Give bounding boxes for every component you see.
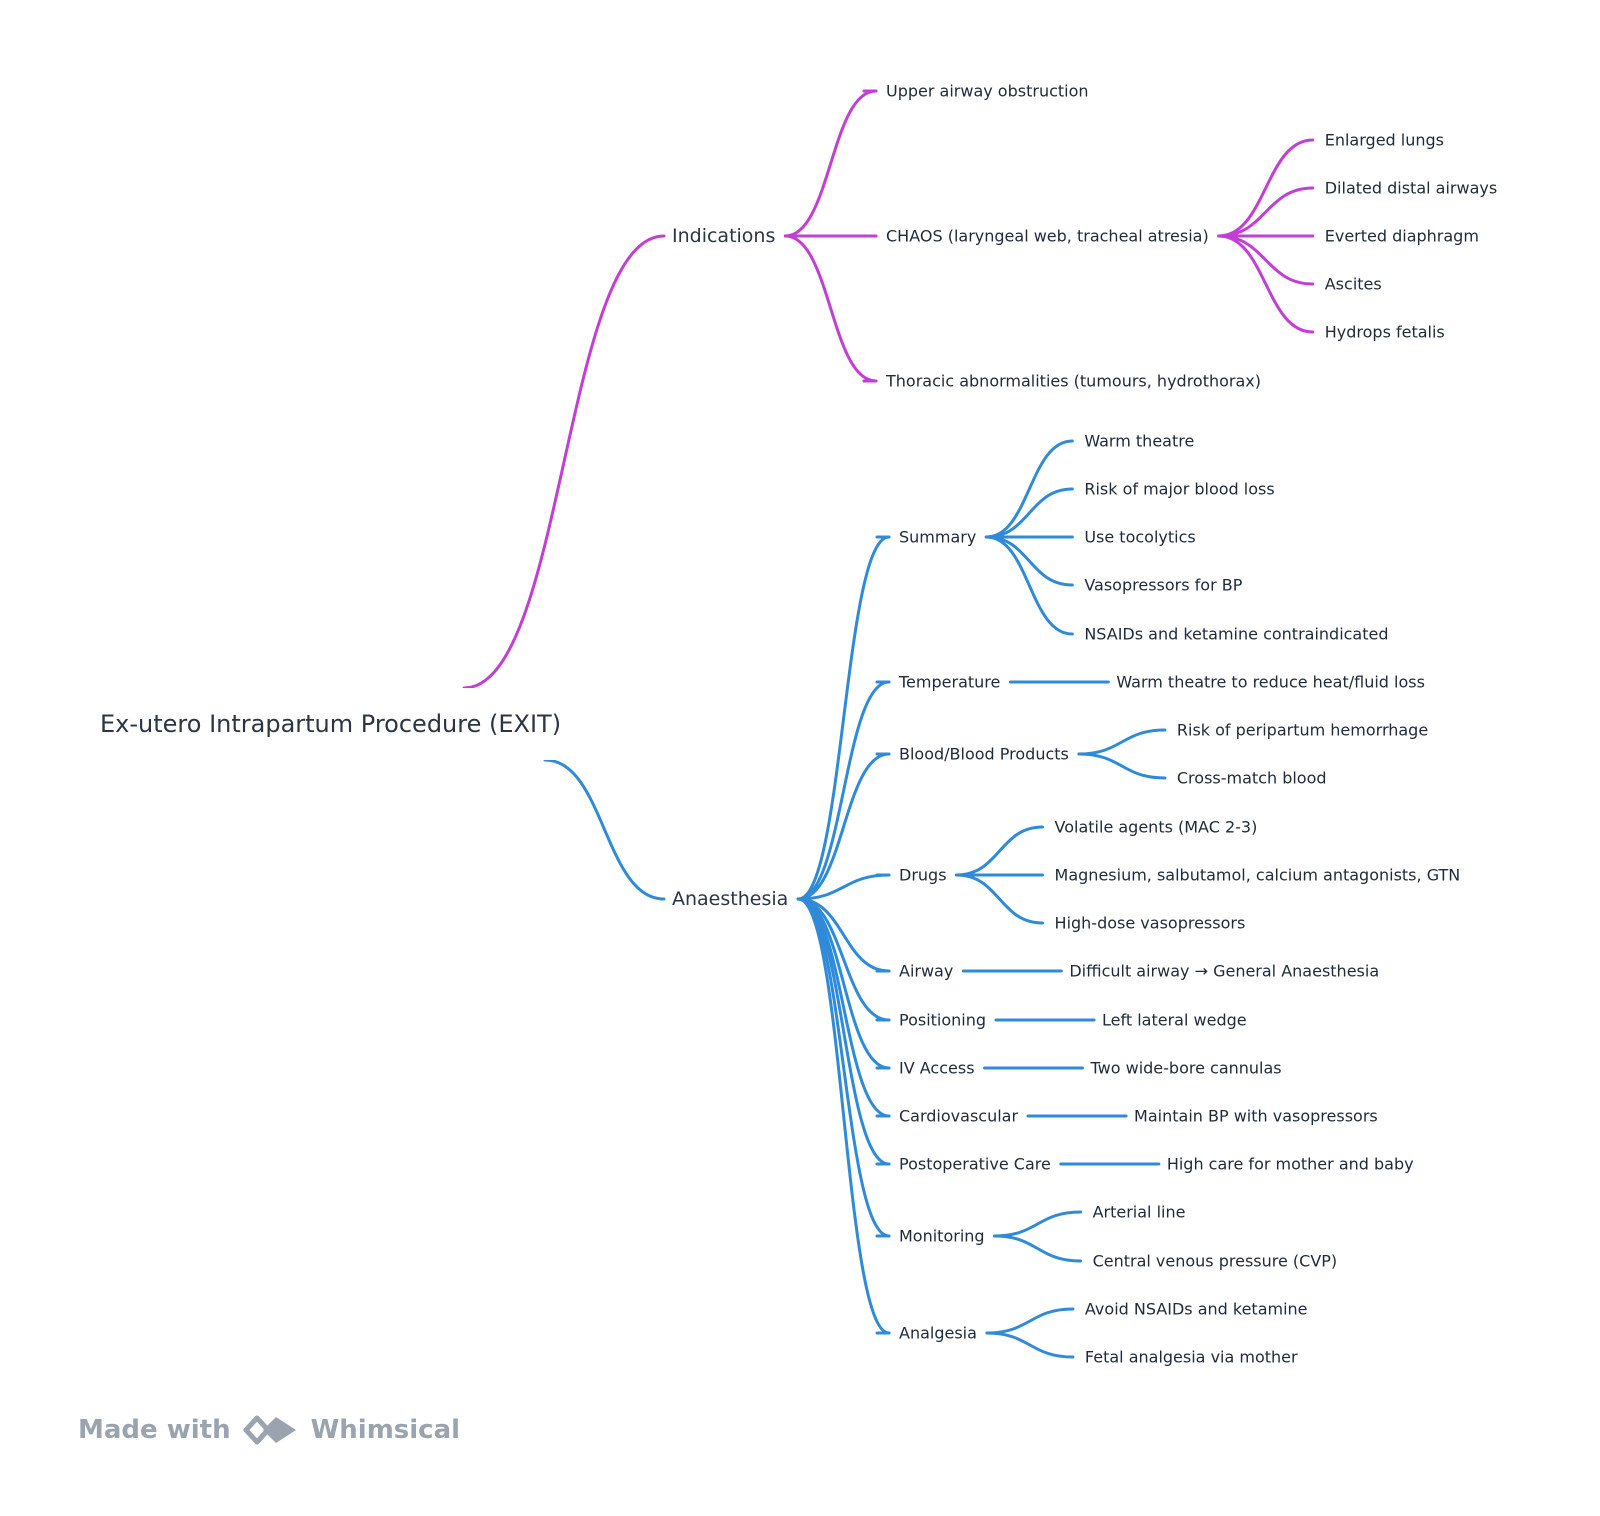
leaf-hydrops-fetalis[interactable]: Hydrops fetalis (1325, 323, 1445, 342)
leaf-maintain-bp-with-vasopressors[interactable]: Maintain BP with vasopressors (1134, 1107, 1378, 1126)
node-upper-airway-obstruction[interactable]: Upper airway obstruction (886, 82, 1089, 101)
leaf-volatile-agents-mac-2-3[interactable]: Volatile agents (MAC 2-3) (1055, 818, 1258, 837)
leaf-risk-of-peripartum-hemorrhage[interactable]: Risk of peripartum hemorrhage (1177, 721, 1428, 740)
node-analgesia[interactable]: Analgesia (899, 1324, 977, 1343)
node-airway[interactable]: Airway (899, 962, 953, 981)
edge-anaesthesia-to-cardiovascular (796, 897, 891, 1118)
leaf-high-care-for-mother-and-baby[interactable]: High care for mother and baby (1167, 1155, 1414, 1174)
edge-chaos-laryngeal-web-tracheal-atresia-to-ascites (1217, 234, 1315, 286)
edge-anaesthesia-to-iv-access (796, 897, 891, 1070)
edge-anaesthesia-to-temperature (796, 680, 891, 901)
leaf-risk-of-major-blood-loss[interactable]: Risk of major blood loss (1084, 480, 1274, 499)
watermark-brand: Whimsical (310, 1415, 461, 1445)
edge-anaesthesia-to-analgesia (796, 897, 891, 1335)
edge-drugs-to-high-dose-vasopressors (955, 873, 1045, 925)
edge-monitoring-to-arterial-line (993, 1210, 1083, 1238)
leaf-vasopressors-for-bp[interactable]: Vasopressors for BP (1084, 576, 1242, 595)
root-node-card (78, 688, 566, 760)
edge-summary-to-nsaids-and-ketamine-contraindicated (984, 535, 1074, 636)
edge-indications-to-upper-airway-obstruction (783, 89, 878, 238)
branch-anaesthesia[interactable]: Anaesthesia (672, 888, 788, 910)
node-drugs[interactable]: Drugs (899, 866, 947, 885)
leaf-difficult-airway-general-anaesthesia[interactable]: Difficult airway → General Anaesthesia (1069, 962, 1379, 981)
node-postoperative-care[interactable]: Postoperative Care (899, 1155, 1051, 1174)
edge-drugs-to-volatile-agents-mac-2-3 (955, 825, 1045, 877)
leaf-central-venous-pressure-cvp[interactable]: Central venous pressure (CVP) (1093, 1252, 1338, 1271)
edge-indications-to-thoracic-abnormalities-tumours-hydrothor (783, 234, 878, 383)
mindmap-edges (462, 89, 1315, 1359)
edge-anaesthesia-to-monitoring (796, 897, 891, 1238)
edge-analgesia-to-avoid-nsaids-and-ketamine (985, 1307, 1075, 1335)
node-thoracic-abnormalities-tumours-hydrothor[interactable]: Thoracic abnormalities (tumours, hydroth… (885, 372, 1261, 391)
branch-indications[interactable]: Indications (672, 225, 775, 247)
edge-anaesthesia-to-summary (796, 535, 891, 901)
leaf-two-wide-bore-cannulas[interactable]: Two wide-bore cannulas (1090, 1059, 1282, 1078)
edge-chaos-laryngeal-web-tracheal-atresia-to-enlarged-lungs (1217, 138, 1315, 238)
edge-blood-blood-products-to-risk-of-peripartum-hemorrhage (1077, 728, 1167, 756)
leaf-nsaids-and-ketamine-contraindicated[interactable]: NSAIDs and ketamine contraindicated (1084, 625, 1388, 644)
leaf-ascites[interactable]: Ascites (1325, 275, 1382, 294)
edge-monitoring-to-central-venous-pressure-cvp (993, 1234, 1083, 1263)
leaf-warm-theatre-to-reduce-heat-fluid-loss[interactable]: Warm theatre to reduce heat/fluid loss (1116, 673, 1425, 692)
node-temperature[interactable]: Temperature (898, 673, 1000, 692)
edge-summary-to-risk-of-major-blood-loss (984, 487, 1074, 539)
edge-root-to-anaesthesia (543, 758, 666, 901)
edge-blood-blood-products-to-cross-match-blood (1077, 752, 1167, 780)
edge-chaos-laryngeal-web-tracheal-atresia-to-hydrops-fetalis (1217, 234, 1315, 334)
leaf-cross-match-blood[interactable]: Cross-match blood (1177, 769, 1327, 788)
node-iv-access[interactable]: IV Access (899, 1059, 975, 1078)
node-monitoring[interactable]: Monitoring (899, 1227, 985, 1246)
watermark-prefix: Made with (78, 1415, 231, 1445)
leaf-left-lateral-wedge[interactable]: Left lateral wedge (1102, 1011, 1247, 1030)
mindmap-nodes: Indications Upper airway obstructionCHAOS… (78, 82, 1497, 1367)
leaf-arterial-line[interactable]: Arterial line (1093, 1203, 1186, 1222)
leaf-use-tocolytics[interactable]: Use tocolytics (1084, 528, 1195, 547)
node-chaos-laryngeal-web-tracheal-atresia[interactable]: CHAOS (laryngeal web, tracheal atresia) (886, 227, 1209, 246)
edge-analgesia-to-fetal-analgesia-via-mother (985, 1331, 1075, 1359)
node-cardiovascular[interactable]: Cardiovascular (899, 1107, 1018, 1126)
made-with-whimsical-watermark[interactable]: Made with Whimsical (78, 1412, 460, 1448)
leaf-avoid-nsaids-and-ketamine[interactable]: Avoid NSAIDs and ketamine (1085, 1300, 1308, 1319)
node-positioning[interactable]: Positioning (899, 1011, 986, 1030)
edge-anaesthesia-to-blood-blood-products (796, 752, 891, 901)
edge-summary-to-warm-theatre (984, 439, 1074, 539)
whimsical-logo-icon (243, 1415, 296, 1445)
leaf-warm-theatre[interactable]: Warm theatre (1084, 432, 1194, 451)
node-blood-blood-products[interactable]: Blood/Blood Products (899, 745, 1069, 764)
leaf-fetal-analgesia-via-mother[interactable]: Fetal analgesia via mother (1085, 1348, 1298, 1367)
root-node-title[interactable]: Ex-utero Intrapartum Procedure (EXIT) (100, 710, 561, 738)
edge-root-to-indications (462, 234, 666, 690)
leaf-enlarged-lungs[interactable]: Enlarged lungs (1325, 131, 1444, 150)
edge-chaos-laryngeal-web-tracheal-atresia-to-dilated-distal-airways (1217, 186, 1315, 238)
leaf-everted-diaphragm[interactable]: Everted diaphragm (1325, 227, 1479, 246)
node-summary[interactable]: Summary (899, 528, 976, 547)
edge-summary-to-vasopressors-for-bp (984, 535, 1074, 587)
leaf-dilated-distal-airways[interactable]: Dilated distal airways (1325, 179, 1497, 198)
leaf-high-dose-vasopressors[interactable]: High-dose vasopressors (1055, 914, 1246, 933)
leaf-magnesium-salbutamol-calcium-antagonists[interactable]: Magnesium, salbutamol, calcium antagonis… (1055, 866, 1461, 885)
